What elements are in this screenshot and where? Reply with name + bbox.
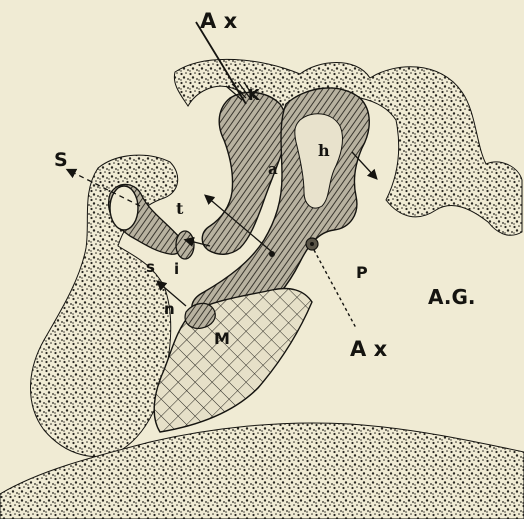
label-n: n (164, 300, 175, 318)
label-ag: A.G. (428, 285, 475, 309)
label-ax-top: A x (200, 9, 238, 33)
axis-line-bottom (314, 250, 356, 328)
label-a: a (268, 160, 278, 178)
membrane-m (154, 289, 312, 433)
label-s-small: s (146, 258, 155, 276)
label-p: P (356, 263, 368, 282)
stapes-head (176, 231, 194, 259)
process-n (185, 303, 215, 328)
label-m: M (214, 329, 230, 348)
label-k: K (248, 86, 261, 104)
label-ax-bottom: A x (350, 337, 388, 361)
label-t: t (176, 199, 184, 218)
label-h: h (318, 141, 330, 160)
axis-pivot-center (310, 242, 314, 246)
label-s-arrow: S (54, 149, 68, 171)
label-i: i (174, 260, 179, 278)
